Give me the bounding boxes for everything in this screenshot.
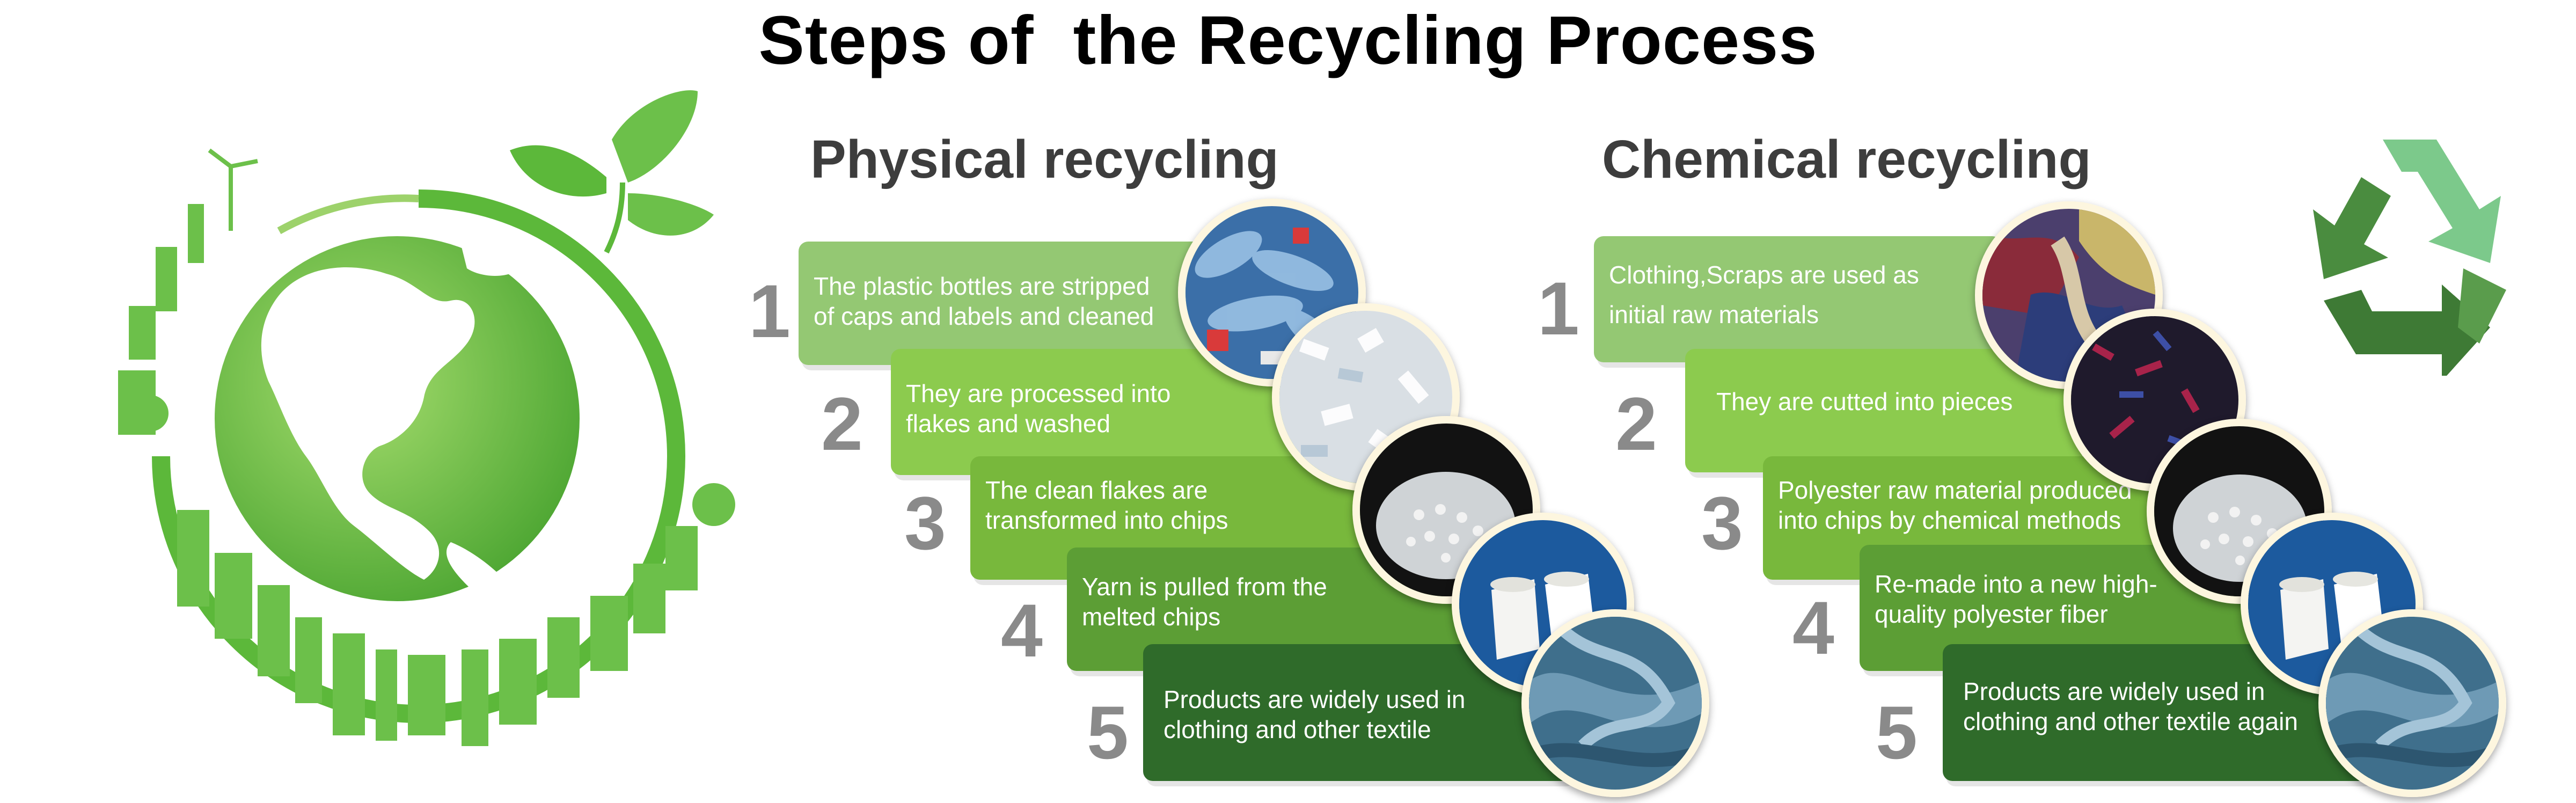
chemical-step-text: Re-made into a new high- <box>1875 570 2157 598</box>
physical-step-text: Yarn is pulled from the <box>1082 573 1327 601</box>
chemical-step-text: They are cutted into pieces <box>1716 388 2013 415</box>
physical-step-text: Products are widely used in <box>1163 685 1466 713</box>
physical-step-text: The clean flakes are <box>985 476 1208 504</box>
chemical-step-bar: Clothing,Scraps are used as initial raw … <box>1594 236 2002 362</box>
chemical-recycling-title: Chemical recycling <box>1602 129 2091 189</box>
chemical-step-text: Polyester raw material produced <box>1778 476 2132 504</box>
physical-step-bar: The plastic bottles are stripped of caps… <box>799 242 1228 365</box>
physical-step-text: The plastic bottles are stripped <box>814 272 1150 300</box>
chemical-step-text: quality polyester fiber <box>1875 600 2108 628</box>
physical-step-number: 1 <box>749 269 791 353</box>
chemical-step-text: Clothing,Scraps are used as <box>1609 261 1919 289</box>
page-title: Steps of the Recycling Process <box>758 2 1818 79</box>
chemical-step-text: initial raw materials <box>1609 301 1819 328</box>
physical-step-number: 2 <box>821 382 863 466</box>
physical-step-text: transformed into chips <box>985 506 1228 534</box>
physical-step-number: 4 <box>1001 588 1043 673</box>
physical-step-text: flakes and washed <box>906 410 1111 437</box>
physical-step-text: clothing and other textile <box>1163 716 1431 743</box>
fabric-photo <box>1521 609 1709 797</box>
eco-globe-icon <box>54 70 762 768</box>
physical-step-text: of caps and labels and cleaned <box>814 302 1154 330</box>
chemical-step-number: 1 <box>1538 266 1579 351</box>
chemical-step-number: 3 <box>1701 481 1743 565</box>
chemical-step-bar: Products are widely used in clothing and… <box>1943 644 2372 781</box>
chemical-step-number: 2 <box>1615 382 1657 466</box>
chemical-step-text: clothing and other textile again <box>1963 707 2298 735</box>
recycle-icon <box>2302 129 2517 381</box>
fabric-photo <box>2318 609 2506 797</box>
physical-step-number: 3 <box>904 481 946 565</box>
plastic-flakes-photo <box>1272 303 1460 491</box>
chemical-step-number: 4 <box>1792 586 1834 670</box>
physical-step-number: 5 <box>1087 690 1129 775</box>
physical-step-text: melted chips <box>1082 603 1221 631</box>
chemical-step-text: into chips by chemical methods <box>1778 506 2121 534</box>
chemical-step-number: 5 <box>1876 690 1918 775</box>
physical-recycling-title: Physical recycling <box>810 129 1279 189</box>
physical-step-text: They are processed into <box>906 379 1171 407</box>
chemical-step-text: Products are widely used in <box>1963 677 2265 705</box>
